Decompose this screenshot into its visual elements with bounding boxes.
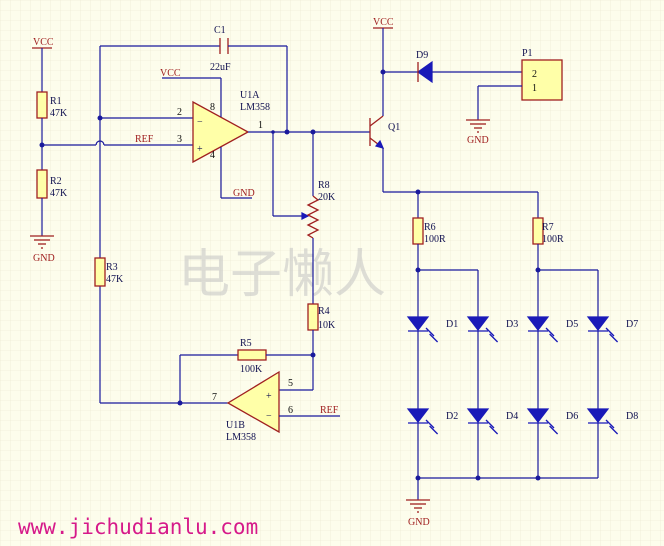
gnd-label-leds: GND	[408, 517, 430, 528]
connector-p1: P1 2 1	[521, 48, 563, 101]
vcc-label-left: VCC	[33, 37, 54, 48]
r2-ref: R2	[50, 176, 62, 187]
d9-ref: D9	[416, 50, 428, 61]
u1a-plus-symbol: +	[197, 144, 203, 155]
led-label-d3: D3	[506, 319, 518, 330]
u1a-pin-3: 3	[177, 134, 182, 145]
led-d5: D5	[526, 316, 578, 343]
led-label-d4: D4	[506, 411, 518, 422]
ground-symbol-leds: GND	[406, 499, 430, 528]
u1a-pin-1: 1	[258, 120, 263, 131]
c1-ref: C1	[214, 25, 226, 36]
led-label-d6: D6	[566, 411, 578, 422]
junction-gnd-bus-3	[535, 475, 541, 481]
r6-value: 100R	[424, 234, 446, 245]
resistor-r3: R3 47K	[94, 257, 124, 287]
ref-label-top: REF	[135, 134, 154, 145]
r5-ref: R5	[240, 338, 252, 349]
u1b-pin-6: 6	[288, 405, 293, 416]
r8-ref: R8	[318, 180, 330, 191]
p1-pin-2: 2	[532, 69, 537, 80]
u1a-ref: U1A	[240, 90, 260, 101]
led-d8: D8	[586, 408, 638, 435]
r1-ref: R1	[50, 96, 62, 107]
footer-url: www.jichudianlu.com	[18, 515, 258, 539]
vcc-label-u1a: VCC	[160, 68, 181, 79]
led-label-d7: D7	[626, 319, 638, 330]
c1-value: 22uF	[210, 62, 231, 73]
u1b-pin-5: 5	[288, 378, 293, 389]
vcc-symbol-left: VCC	[32, 37, 54, 49]
u1a-minus-symbol: −	[197, 117, 203, 128]
ground-symbol-p1: GND	[466, 119, 490, 146]
led-d3: D3	[466, 316, 518, 343]
q1-emitter-arrow	[374, 139, 385, 149]
r1-value: 47K	[50, 108, 68, 119]
r4-ref: R4	[318, 306, 330, 317]
u1a-pin-8: 8	[210, 102, 215, 113]
r8-wiper-arrow	[301, 212, 310, 220]
ref-label-bottom: REF	[320, 405, 339, 416]
q1-ref: Q1	[388, 122, 400, 133]
potentiometer-r8: R8 20K	[306, 180, 336, 239]
watermark-text: 电子懒人	[178, 245, 386, 305]
p1-ref: P1	[522, 48, 533, 59]
r2-value: 47K	[50, 188, 68, 199]
led-d7: D7	[586, 316, 638, 343]
u1b-plus-symbol: +	[266, 391, 272, 402]
gnd-label-u1a: GND	[233, 188, 255, 199]
led-d4: D4	[466, 408, 518, 435]
r7-ref: R7	[542, 222, 554, 233]
r3-value: 47K	[106, 274, 124, 285]
ground-symbol-left: GND	[30, 235, 55, 264]
led-label-d2: D2	[446, 411, 458, 422]
r7-value: 100R	[542, 234, 564, 245]
r6-ref: R6	[424, 222, 436, 233]
junction-u1a-out	[284, 129, 290, 135]
r8-value: 20K	[318, 192, 336, 203]
led-label-d8: D8	[626, 411, 638, 422]
u1b-minus-symbol: −	[266, 411, 272, 422]
opamp-u1b: + − 5 6 7 U1B LM358	[212, 370, 293, 443]
r3-ref: R3	[106, 262, 118, 273]
led-d6: D6	[526, 408, 578, 435]
u1b-pin-7: 7	[212, 392, 217, 403]
u1a-value: LM358	[240, 102, 270, 113]
junction-gnd-bus-2	[475, 475, 481, 481]
transistor-q1: Q1	[369, 115, 400, 149]
r5-value: 100K	[240, 364, 263, 375]
r4-value: 10K	[318, 320, 336, 331]
u1a-pin-4: 4	[210, 150, 215, 161]
gnd-label-left: GND	[33, 253, 55, 264]
led-label-d1: D1	[446, 319, 458, 330]
p1-pin-1: 1	[532, 83, 537, 94]
vcc-label-q1: VCC	[373, 17, 394, 28]
u1b-ref: U1B	[226, 420, 245, 431]
u1b-value: LM358	[226, 432, 256, 443]
u1a-pin-2: 2	[177, 107, 182, 118]
gnd-label-p1: GND	[467, 135, 489, 146]
led-d1: D1	[406, 316, 458, 343]
led-d2: D2	[406, 408, 458, 435]
led-label-d5: D5	[566, 319, 578, 330]
